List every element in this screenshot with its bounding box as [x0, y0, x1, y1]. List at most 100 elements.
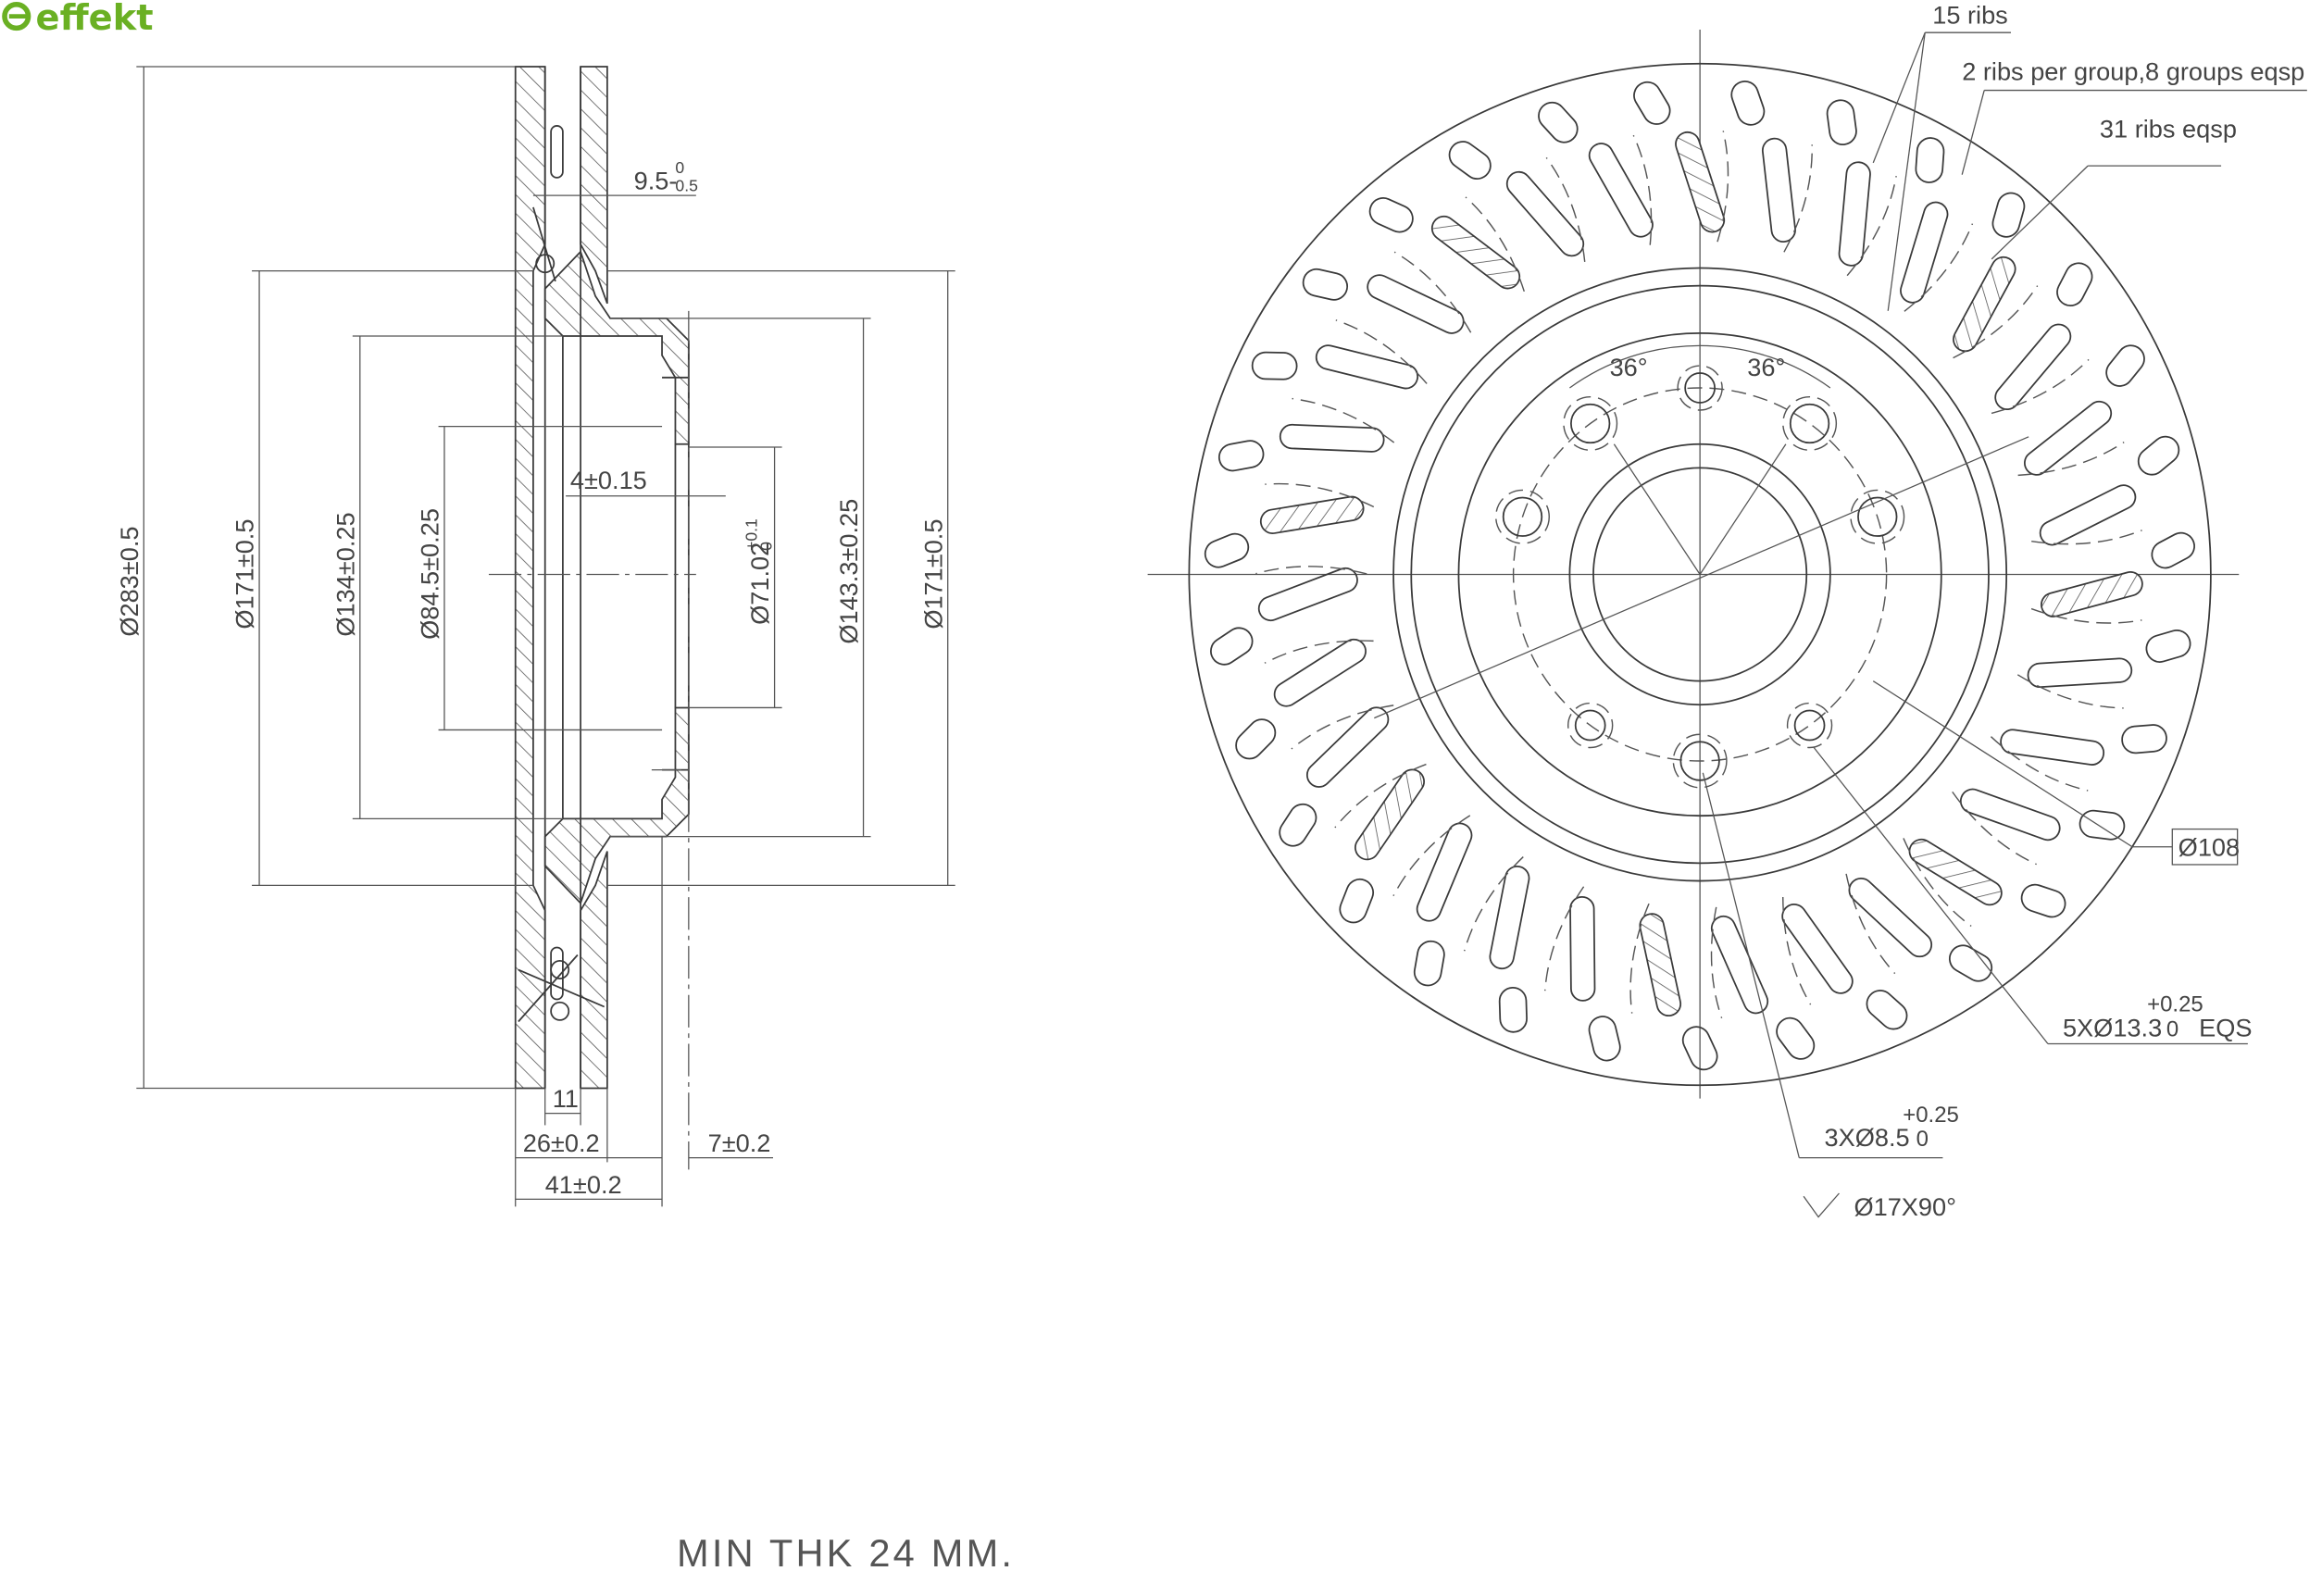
svg-text:0: 0 [756, 542, 775, 551]
slot [1210, 627, 1254, 666]
hole-chamfer [1567, 702, 1614, 749]
rib-hidden-line [1782, 897, 1812, 1005]
svg-text:9.5-: 9.5- [634, 167, 678, 195]
slot [2151, 531, 2195, 569]
rib-hidden-line [1845, 873, 1896, 975]
small-hole [1684, 372, 1717, 404]
dim-hat-dia-right: Ø171±0.5 [918, 519, 947, 630]
rib [1430, 215, 1521, 290]
rib-hidden-line [1264, 640, 1374, 664]
rib [1900, 201, 1949, 304]
rib-hidden-line [2017, 442, 2125, 477]
rib [1994, 323, 2072, 411]
note-15-ribs: 15 ribs [1932, 1, 2008, 30]
note-31-ribs: 31 ribs eqsp [2100, 115, 2237, 143]
slot [1915, 137, 1945, 183]
bolt-hole [1789, 403, 1830, 444]
rib [1588, 143, 1654, 238]
rib [1273, 638, 1367, 707]
rib [1639, 913, 1682, 1017]
svg-text:+0.25: +0.25 [1903, 1103, 1959, 1128]
small-hole [1574, 709, 1606, 742]
front-view: 36° 36° 15 ribs 2 ribs per group,8 group… [1147, 1, 2307, 1221]
hat-bottom [543, 706, 690, 905]
rib-hidden-line [1463, 856, 1524, 952]
slot [1368, 197, 1414, 233]
slot [1413, 940, 1445, 987]
slot [1633, 81, 1671, 125]
rib [2024, 400, 2113, 476]
rib [1710, 915, 1769, 1015]
slot [2145, 629, 2191, 663]
slot [1588, 1016, 1621, 1062]
svg-text:EQS: EQS [2199, 1013, 2252, 1041]
hole-chamfer [1672, 733, 1728, 789]
hole-chamfer [1782, 395, 1838, 451]
svg-text:5XØ13.3: 5XØ13.3 [2063, 1013, 2162, 1041]
rib-hidden-line [2030, 607, 2142, 624]
hole-chamfer [1494, 489, 1550, 544]
rib-hidden-line [1255, 566, 1367, 575]
countersink-icon [1803, 1192, 1840, 1218]
rib-hidden-line [1952, 791, 2037, 866]
rib [1489, 866, 1530, 970]
svg-text:0: 0 [1916, 1127, 1929, 1152]
dim-pilot-dia: Ø71.02 +0.1 0 [742, 518, 775, 625]
rib [1354, 768, 1425, 861]
slot [1251, 351, 1298, 380]
svg-text:3XØ8.5: 3XØ8.5 [1824, 1123, 1909, 1152]
svg-text:0: 0 [675, 158, 684, 177]
rib [1761, 137, 1796, 243]
slot [1235, 718, 1277, 760]
slot [1991, 192, 2026, 238]
bolt-hole [1502, 496, 1543, 537]
rib-hidden-line [1629, 903, 1650, 1014]
outer-edge [1188, 62, 2212, 1087]
rib-hidden-line [1292, 397, 1395, 443]
hole-chamfer [1850, 489, 1905, 544]
slot [2079, 809, 2126, 841]
rib [1367, 274, 1465, 334]
dim-hat-flange-thk: 7±0.2 [708, 1128, 771, 1157]
slot [2020, 883, 2066, 918]
slot [1776, 1016, 1816, 1060]
rib [1838, 161, 1871, 267]
rib [1315, 344, 1419, 390]
note-rib-groups: 2 ribs per group,8 groups eqsp [1962, 56, 2304, 85]
effekt-logo: effekt [2, 0, 154, 39]
svg-text:+0.1: +0.1 [742, 518, 760, 551]
slot [1730, 81, 1766, 126]
slot [2105, 344, 2145, 387]
rib-hidden-line [1392, 815, 1471, 897]
hole-chamfer [1677, 365, 1723, 411]
svg-text:0: 0 [2166, 1016, 2178, 1041]
rib-hidden-line [1710, 906, 1723, 1018]
hat-top [543, 250, 690, 445]
cooling-ribs [1204, 81, 2195, 1071]
angle-right: 36° [1747, 353, 1785, 381]
rib [1953, 256, 2016, 353]
rib [2027, 657, 2133, 689]
outboard-plate [514, 66, 546, 1090]
rib [1416, 822, 1473, 922]
dim-inner-dia: Ø134±0.25 [331, 512, 359, 636]
slot [2137, 435, 2180, 476]
rib [1908, 838, 2003, 906]
dim-hat-inner-dia: Ø143.3±0.25 [834, 499, 863, 644]
rib [2041, 571, 2143, 617]
bolt-hole [1570, 403, 1611, 444]
rib-hidden-line [1904, 223, 1974, 312]
dim-hat-dia-left: Ø171±0.5 [231, 519, 259, 630]
rib-hidden-line [1335, 319, 1428, 384]
rib-hidden-line [1991, 358, 2090, 415]
slot [1279, 803, 1317, 847]
slot [1302, 268, 1349, 301]
rib-hidden-line [1903, 838, 1972, 927]
slot [1217, 440, 1265, 472]
rib-hidden-line [1334, 763, 1427, 829]
small-hole [1793, 709, 1826, 742]
svg-text:+0.25: +0.25 [2147, 991, 2203, 1016]
bolt-circle [1512, 387, 1888, 762]
rib-hidden-line [1717, 131, 1729, 243]
